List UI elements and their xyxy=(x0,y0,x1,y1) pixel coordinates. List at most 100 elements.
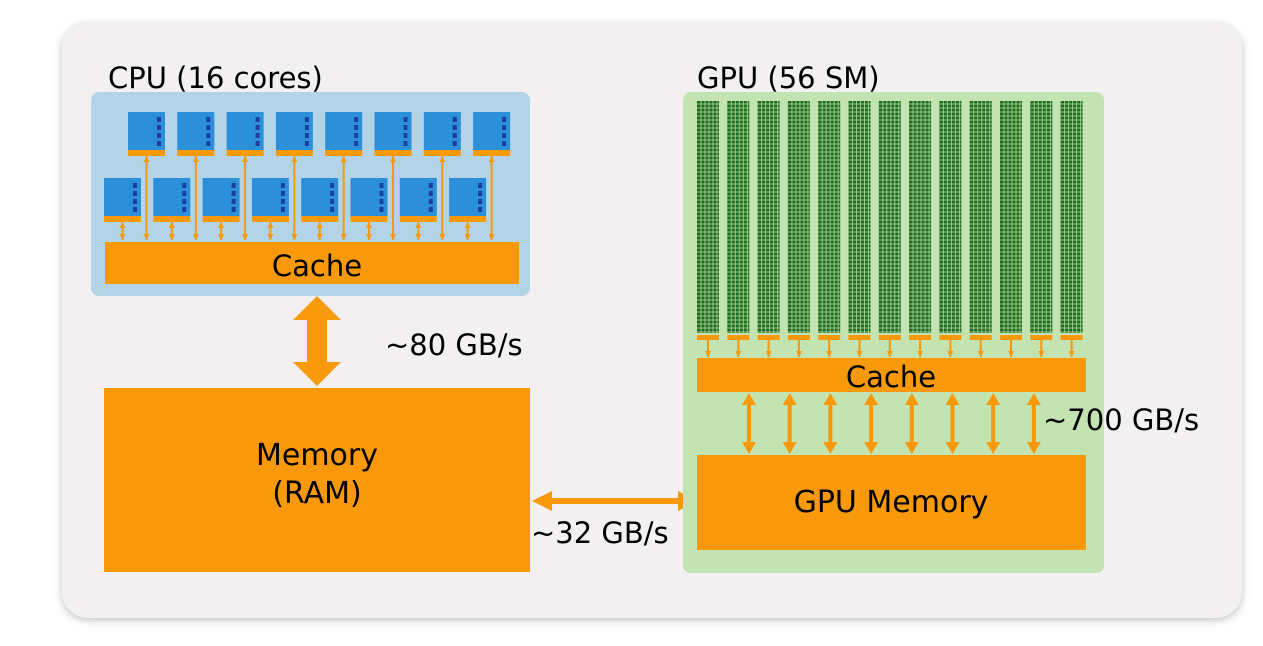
cpu-cores xyxy=(104,112,511,222)
cpu-connector-head xyxy=(168,234,175,240)
cpu-ram-bandwidth: ~80 GB/s xyxy=(385,328,523,362)
gpu-connector-head xyxy=(977,351,984,357)
cpu-core xyxy=(449,178,487,222)
cpu-core-connectors xyxy=(119,156,495,240)
gpu-cache-memory-arrow xyxy=(904,393,919,454)
cpu-connector-head xyxy=(119,234,126,240)
gpu-cache-memory-arrow xyxy=(864,393,879,454)
cpu-core xyxy=(153,178,191,222)
gpu-cache-memory-arrow xyxy=(1026,393,1041,454)
ram-block xyxy=(104,388,530,572)
cpu-core xyxy=(275,112,313,156)
cpu-connector-head xyxy=(192,156,199,162)
cpu-connector-head xyxy=(390,234,396,240)
gpu-connector-head xyxy=(1068,351,1075,357)
cpu-core xyxy=(423,112,461,156)
gpu-connector-head xyxy=(795,351,802,357)
cpu-connector-head xyxy=(415,222,422,228)
gpu-cache-memory-arrow xyxy=(823,393,838,454)
gpu-sm-column xyxy=(939,101,962,340)
gpu-connector-head xyxy=(826,351,833,357)
gpu-sm-column xyxy=(848,101,871,340)
cpu-core xyxy=(473,112,511,156)
gpu-connector-head xyxy=(886,351,893,357)
gpu-connector-head xyxy=(1008,351,1014,357)
cpu-cache-label: Cache xyxy=(272,249,362,283)
cpu-connector-head xyxy=(340,234,347,240)
cpu-connector-head xyxy=(218,222,225,228)
ram-gpu-arrow xyxy=(532,491,698,511)
gpu-sm-column xyxy=(1030,101,1053,340)
cpu-core xyxy=(374,112,412,156)
cpu-connector-head xyxy=(316,234,323,240)
gpu-sm-column xyxy=(818,101,841,340)
gpu-sm-column xyxy=(1000,101,1022,340)
ram-label-line1: Memory xyxy=(256,438,378,473)
cpu-connector-head xyxy=(143,156,150,162)
gpu-sm-column xyxy=(1060,101,1083,340)
cpu-core xyxy=(251,178,289,222)
gpu-connector-head xyxy=(947,351,954,357)
cpu-core xyxy=(301,178,339,222)
cpu-core xyxy=(226,112,264,156)
gpu-memory xyxy=(697,455,1086,550)
cpu-connector-head xyxy=(218,234,225,240)
cpu-connector-head xyxy=(464,234,471,240)
gpu-bandwidth: ~700 GB/s xyxy=(1043,403,1199,437)
gpu-sm-column xyxy=(787,101,810,340)
cpu-connector-head xyxy=(291,156,298,162)
cpu-connector-head xyxy=(192,234,199,240)
cpu-connector-head xyxy=(340,156,347,162)
gpu-sm-column xyxy=(969,101,992,340)
cpu-core xyxy=(325,112,363,156)
cpu-connector-head xyxy=(366,222,372,228)
cpu-connector-head xyxy=(390,156,396,162)
gpu-cache-memory-arrow xyxy=(742,393,756,454)
cpu-connector-head xyxy=(439,234,446,240)
cpu-connector-head xyxy=(488,156,495,162)
cpu-core xyxy=(202,178,240,222)
cpu-connector-head xyxy=(267,222,274,228)
cpu-connector-head xyxy=(119,222,126,228)
cpu-connector-head xyxy=(464,222,471,228)
gpu-connector-head xyxy=(856,351,863,357)
cpu-connector-head xyxy=(267,234,274,240)
gpu-sm-column xyxy=(697,101,719,340)
gpu-cache-memory-arrows xyxy=(742,393,1041,454)
cpu-connector-head xyxy=(439,156,446,162)
gpu-connector-head xyxy=(735,351,742,357)
cpu-connector-head xyxy=(143,234,150,240)
gpu-sm-column xyxy=(909,101,932,340)
cpu-connector-head xyxy=(242,156,249,162)
cpu-core xyxy=(350,178,388,222)
gpu-sm-column xyxy=(878,101,901,340)
cpu-title: CPU (16 cores) xyxy=(108,61,323,95)
gpu-cache-label: Cache xyxy=(846,360,936,394)
gpu-sm-column xyxy=(727,101,750,340)
gpu-cache xyxy=(697,358,1086,392)
cpu-connector-head xyxy=(168,222,175,228)
cpu-connector-head xyxy=(488,234,495,240)
cpu-connector-head xyxy=(366,234,372,240)
gpu-sm-column xyxy=(757,101,780,340)
cpu-connector-head xyxy=(415,234,422,240)
gpu-cache-memory-arrow xyxy=(986,393,1001,454)
gpu-connector-head xyxy=(1038,351,1045,357)
cpu-core xyxy=(104,178,141,222)
cpu-core xyxy=(128,112,165,156)
cpu-connector-head xyxy=(291,234,298,240)
gpu-connector-head xyxy=(705,351,711,357)
gpu-connector-head xyxy=(765,351,772,357)
gpu-cache-memory-arrow xyxy=(945,393,960,454)
ram-gpu-bandwidth: ~32 GB/s xyxy=(531,516,669,550)
cpu-core xyxy=(177,112,215,156)
gpu-connector-head xyxy=(917,351,924,357)
gpu-sm-columns xyxy=(697,101,1083,340)
cpu-core xyxy=(399,178,437,222)
gpu-title: GPU (56 SM) xyxy=(697,61,880,95)
gpu-sm-connectors xyxy=(705,340,1075,357)
cpu-connector-head xyxy=(316,222,323,228)
cpu-cache xyxy=(105,242,519,284)
gpu-cache-memory-arrow xyxy=(782,393,797,454)
